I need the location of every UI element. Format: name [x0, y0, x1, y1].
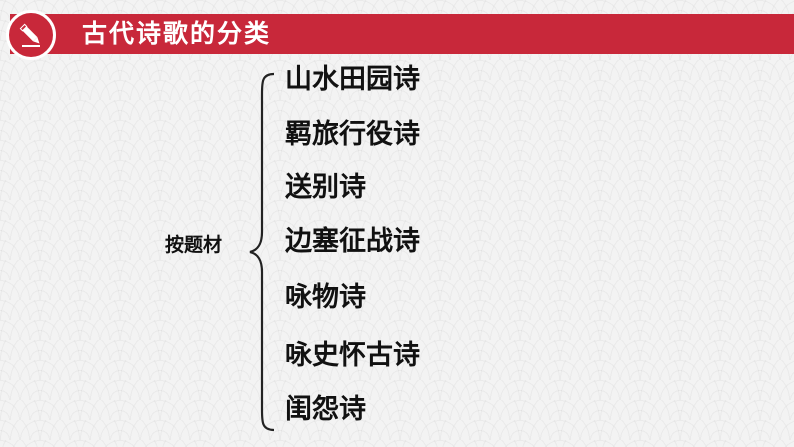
list-item: 闺怨诗 — [285, 394, 366, 425]
list-item: 咏物诗 — [285, 282, 366, 313]
list-item: 送别诗 — [285, 172, 366, 203]
page-title: 古代诗歌的分类 — [82, 19, 272, 48]
pencil-icon — [19, 23, 40, 47]
list-item: 山水田园诗 — [285, 64, 420, 95]
list-item: 咏史怀古诗 — [285, 340, 420, 371]
header-bar — [10, 14, 794, 54]
list-item: 边塞征战诗 — [285, 226, 420, 257]
list-item: 羁旅行役诗 — [285, 119, 420, 150]
header-badge — [6, 10, 56, 60]
curly-brace-icon — [249, 72, 275, 432]
category-label: 按题材 — [165, 234, 223, 256]
